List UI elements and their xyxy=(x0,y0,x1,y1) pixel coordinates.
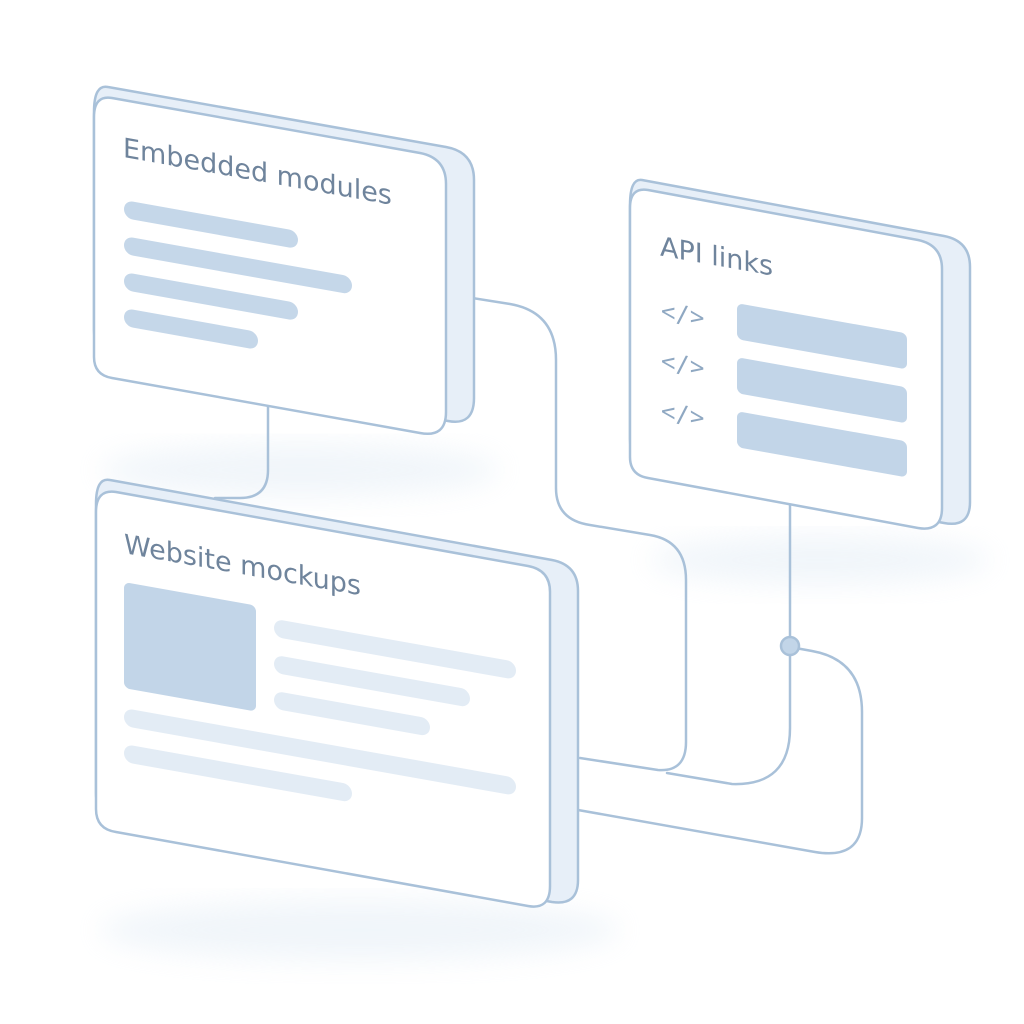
card-api-links: API links </> </> </> xyxy=(628,178,972,530)
text-bar xyxy=(124,309,258,349)
text-bar xyxy=(124,237,352,294)
api-link-bar xyxy=(737,304,907,369)
text-bar xyxy=(124,273,298,320)
connectors xyxy=(213,296,864,855)
shadow-api-card xyxy=(650,536,990,584)
api-link-bar xyxy=(737,358,907,423)
card-embedded-modules: Embedded modules xyxy=(92,85,476,436)
connector-embedded-to-website-right xyxy=(470,296,688,772)
text-bar-light xyxy=(274,620,516,679)
connector-api-to-website-lower xyxy=(576,645,864,855)
connector-junction-dot xyxy=(779,635,801,657)
shadow-website-card xyxy=(100,900,620,960)
text-bar-light xyxy=(124,709,516,795)
card-website-face xyxy=(94,490,552,908)
floor-shadows xyxy=(100,444,990,960)
connector-embedded-to-website xyxy=(213,396,270,500)
text-bar-light xyxy=(274,692,430,736)
api-link-bar xyxy=(737,412,907,477)
card-website-mockups: Website mockups xyxy=(94,478,580,908)
text-bar-light xyxy=(274,656,470,707)
image-placeholder xyxy=(124,583,256,711)
text-bar-light xyxy=(124,745,352,802)
shadow-embedded-card xyxy=(100,444,500,496)
connector-api-to-website-upper xyxy=(665,498,792,786)
text-bar xyxy=(124,201,298,248)
